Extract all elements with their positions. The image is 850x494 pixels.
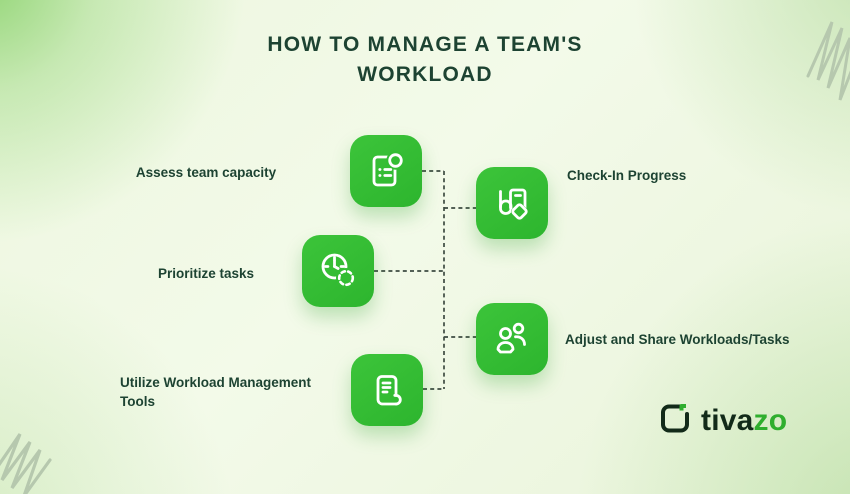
step-label-adjust: Adjust and Share Workloads/Tasks — [565, 332, 790, 347]
step-tile-prioritize — [302, 235, 374, 307]
report-with-status-dot-icon — [362, 147, 410, 195]
page-title: HOW TO MANAGE A TEAM'S WORKLOAD — [0, 30, 850, 90]
tivazo-logo: tivazo — [658, 399, 798, 443]
logo-text-green: zo — [753, 404, 788, 437]
document-with-tag-icon — [488, 179, 536, 227]
step-label-utilize: Utilize Workload Management Tools — [120, 375, 312, 409]
step-tile-adjust — [476, 303, 548, 375]
step-label-assess: Assess team capacity — [135, 165, 277, 180]
tivazo-logo-mark-icon — [658, 401, 694, 442]
page-title-line2: WORKLOAD — [357, 63, 493, 86]
step-tile-assess — [350, 135, 422, 207]
step-label-checkin: Check-In Progress — [567, 168, 687, 183]
page-title-line1: HOW TO MANAGE A TEAM'S — [267, 33, 583, 56]
scribble-decoration-bottom-left — [0, 433, 52, 494]
step-label-prioritize: Prioritize tasks — [157, 266, 255, 281]
step-tile-utilize — [351, 354, 423, 426]
double-clock-icon — [314, 247, 362, 295]
logo-text-dark: tiva — [701, 404, 754, 437]
receipt-list-icon — [363, 366, 411, 414]
step-tile-checkin — [476, 167, 548, 239]
team-people-icon — [488, 315, 536, 363]
